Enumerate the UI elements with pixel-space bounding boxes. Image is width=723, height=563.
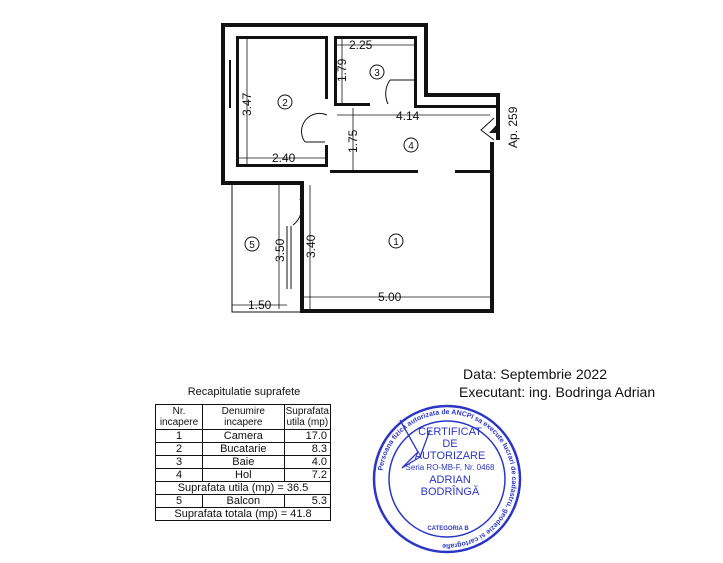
dim-room3-width: 2.25 (349, 38, 373, 52)
stamp-line-1: CERTIFICAT (418, 426, 482, 438)
total-row: Suprafata totala (mp) = 41.8 (155, 507, 331, 521)
doors (292, 79, 495, 226)
room-number-2: 2 (282, 98, 288, 109)
cell-nr: 4 (155, 468, 203, 482)
header-nr: Nr. incapere (155, 404, 203, 430)
dimension-lines (232, 39, 490, 309)
area-summary-table: Nr. incapere Denumire incapere Suprafata… (155, 404, 332, 521)
cell-nr: 2 (155, 442, 203, 456)
dim-balcony-width: 1.50 (248, 298, 272, 312)
total: Suprafata totala (mp) = 41.8 (155, 507, 331, 521)
cell-name: Bucatarie (202, 442, 285, 456)
room-number-5: 5 (249, 240, 255, 251)
header-name: Denumire incapere (202, 404, 285, 430)
subtotal: Suprafata utila (mp) = 36.5 (155, 481, 331, 495)
cell-nr: 3 (155, 455, 203, 469)
cell-area: 17.0 (283, 429, 332, 443)
signature-mark (399, 419, 431, 469)
stamp-line-4: Seria RO-MB-F, Nr. 0468 (406, 463, 495, 472)
header-area: Suprafata utila (mp) (283, 404, 332, 430)
dim-room2-width: 2.40 (272, 151, 296, 165)
room-number-circles (244, 64, 419, 252)
dim-room3-height: 1.79 (335, 58, 349, 82)
entrance-arrow-icon (489, 121, 500, 133)
table-header: Nr. incapere Denumire incapere Suprafata… (155, 404, 332, 430)
date-text: Data: Septembrie 2022 (463, 366, 607, 382)
dim-hall-width: 4.14 (396, 109, 420, 123)
cell-nr: 1 (155, 429, 203, 443)
dim-balcony-height: 3.50 (273, 238, 287, 262)
subtotal-row: Suprafata utila (mp) = 36.5 (155, 481, 331, 495)
room-number-3: 3 (374, 68, 380, 79)
stamp-line-5: ADRIAN (429, 474, 471, 486)
balcony-outline (231, 185, 300, 313)
executant-text: Executant: ing. Bodringa Adrian (459, 384, 656, 400)
dimension-labels: 2.25 1.79 3.47 4.14 1.75 2.40 3.50 3.40 … (240, 38, 420, 312)
dim-room2-height: 3.47 (240, 92, 254, 116)
dim-room1-height: 3.40 (304, 234, 318, 258)
cell-area: 8.3 (283, 442, 332, 456)
room-numbers: 1 2 3 4 5 (249, 68, 414, 251)
walls (221, 23, 500, 313)
cell-name: Balcon (202, 494, 285, 508)
cell-area: 7.2 (283, 468, 332, 482)
room-number-4: 4 (408, 141, 414, 152)
dim-hall-height: 1.75 (346, 129, 360, 153)
stamp-line-3: AUTORIZARE (415, 450, 486, 462)
authorization-stamp: Persoana fizica autorizata de ANCPI sa e… (372, 404, 522, 554)
stamp-line-6: BODRÎNGĂ (421, 485, 480, 498)
cell-name: Hol (202, 468, 285, 482)
cell-area: 4.0 (283, 455, 332, 469)
dim-room1-width: 5.00 (378, 290, 402, 304)
table-title: Recapitulatie suprafete (187, 386, 301, 398)
cell-name: Baie (202, 455, 285, 469)
cell-area: 5.3 (283, 494, 332, 508)
stamp-line-2: DE (442, 438, 457, 450)
apartment-label: Ap. 259 (506, 106, 520, 148)
room-number-1: 1 (393, 237, 399, 248)
cell-nr: 5 (155, 494, 203, 508)
cell-name: Camera (202, 429, 285, 443)
stamp-category: CATEGORIA B (427, 526, 469, 532)
